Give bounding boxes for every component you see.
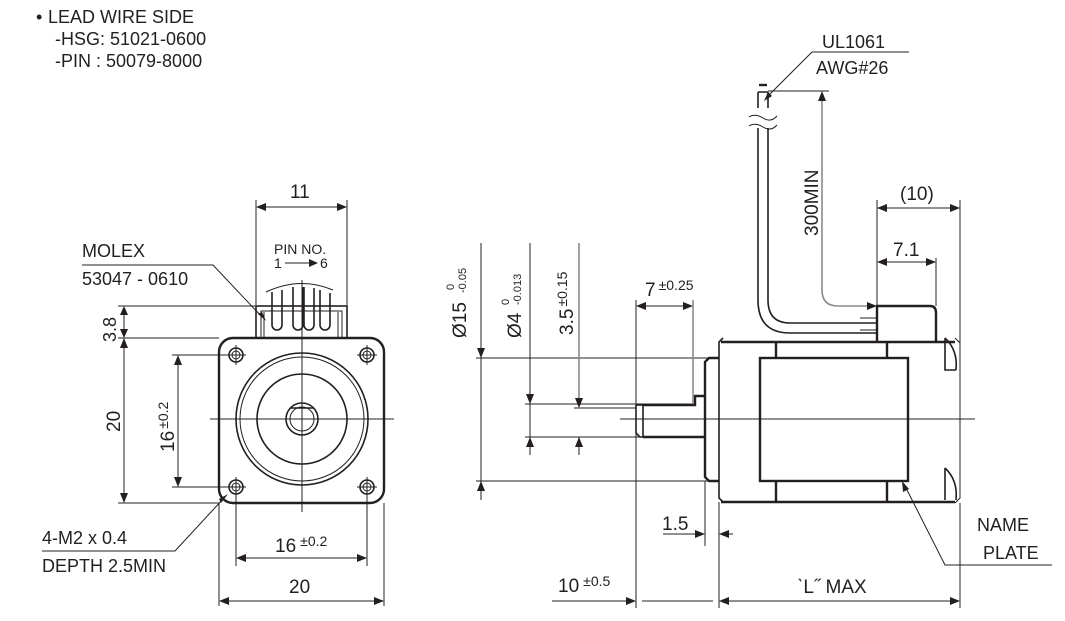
dim-pilot-tol-upper: 0 bbox=[445, 284, 457, 290]
dim-connector-width: 11 bbox=[290, 182, 310, 203]
pin-to-label: 6 bbox=[320, 255, 328, 271]
dim-shaft-diameter: Ø4 bbox=[505, 312, 526, 338]
side-view: UL1061 AWG#26 300MIN (10) 7.1 Ø15 0 -0.0… bbox=[445, 32, 1052, 608]
dim-shaft-length: 10±0.5 bbox=[558, 573, 611, 597]
dim-connector-depth: 7.1 bbox=[893, 240, 919, 261]
dim-body-height: 20 bbox=[104, 411, 125, 432]
dim-connector-overall: (10) bbox=[900, 184, 934, 205]
pin-no-label: PIN NO. bbox=[274, 241, 326, 257]
dim-flat-height: 3.5±0.15 bbox=[554, 271, 578, 335]
dim-body-width: 20 bbox=[289, 577, 310, 598]
lead-wire-notes: • LEAD WIRE SIDE -HSG: 51021-0600 -PIN :… bbox=[36, 7, 206, 71]
notes-title: LEAD WIRE SIDE bbox=[48, 7, 194, 27]
dim-shaft-tol-lower: -0.013 bbox=[512, 274, 524, 305]
dim-pilot-height: 1.5 bbox=[662, 514, 688, 535]
center-lines bbox=[210, 280, 394, 512]
lead-wire bbox=[748, 83, 877, 334]
notes-housing: -HSG: 51021-0600 bbox=[55, 29, 206, 49]
dim-hole-pitch-horizontal: 16±0.2 bbox=[275, 533, 328, 557]
notes-pin: -PIN : 50079-8000 bbox=[55, 51, 202, 71]
molex-part-number: 53047 - 0610 bbox=[82, 269, 188, 289]
connector-pins bbox=[271, 287, 331, 331]
dim-body-length: ˋL˝ MAX bbox=[797, 577, 867, 598]
wire-ul-label: UL1061 bbox=[822, 32, 885, 52]
dim-hole-pitch-vertical: 16±0.2 bbox=[155, 402, 179, 453]
dim-pilot-diameter: Ø15 bbox=[450, 302, 471, 338]
wire-connector-housing bbox=[875, 304, 938, 342]
notes-bullet: • bbox=[36, 7, 42, 27]
molex-label: MOLEX bbox=[82, 241, 145, 261]
break-line bbox=[265, 282, 334, 293]
front-view: 11 PIN NO. 1 6 MOLEX 53047 - 0610 3.8 20… bbox=[42, 182, 394, 606]
nameplate-label-2: PLATE bbox=[983, 543, 1039, 563]
dim-wire-length: 300MIN bbox=[802, 169, 823, 236]
dim-pilot-tol-lower: -0.05 bbox=[457, 268, 469, 293]
wire-awg-label: AWG#26 bbox=[816, 58, 888, 78]
dim-shaft-tol-upper: 0 bbox=[500, 299, 512, 305]
pin-from-label: 1 bbox=[274, 255, 282, 271]
tap-depth-text: DEPTH 2.5MIN bbox=[42, 556, 166, 576]
tap-label: 4-M2 x 0.4 bbox=[42, 528, 127, 548]
motor-body-outline bbox=[721, 340, 955, 504]
dim-flat-length: 7±0.25 bbox=[645, 277, 694, 301]
dim-connector-height: 3.8 bbox=[100, 317, 120, 342]
nameplate-label-1: NAME bbox=[977, 515, 1029, 535]
